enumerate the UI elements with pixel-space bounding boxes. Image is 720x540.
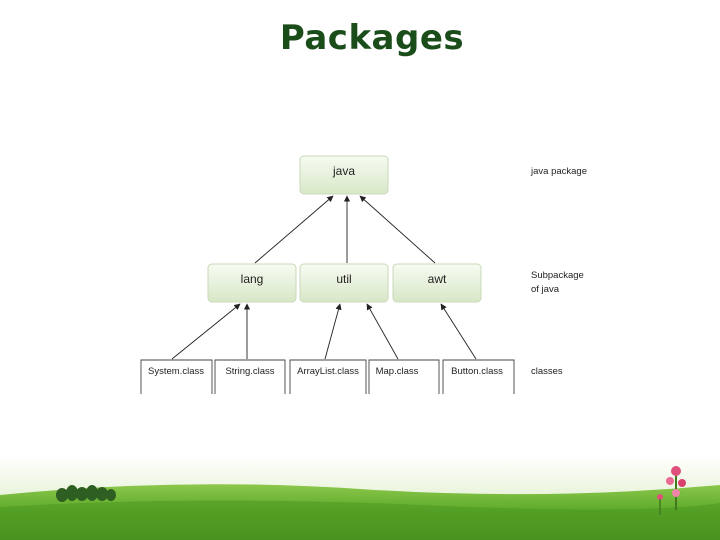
class-button-label: Button.class [451, 366, 503, 377]
side-label-subpackage: Subpackage [531, 270, 584, 281]
side-label-java-package: java package [530, 166, 587, 177]
grass-footer [0, 455, 720, 540]
arrow-button-awt [440, 303, 477, 360]
class-system-label: System.class [148, 366, 204, 377]
node-awt-label: awt [428, 272, 447, 286]
arrow-awt-java [359, 195, 436, 264]
class-map: Map.class [368, 359, 440, 394]
class-system: System.class [140, 359, 213, 394]
arrow-arraylist-util [324, 303, 342, 360]
node-java: java [299, 155, 389, 195]
class-arraylist: ArrayList.class [289, 359, 367, 394]
class-string-label: String.class [225, 366, 274, 377]
class-button: Button.class [442, 359, 515, 394]
side-label-classes: classes [531, 366, 563, 377]
arrow-system-lang [171, 303, 241, 360]
side-label-of-java: of java [531, 284, 560, 295]
node-util: util [299, 263, 389, 303]
class-arraylist-label: ArrayList.class [297, 366, 359, 377]
slide-title: Packages [279, 18, 465, 58]
class-map-label: Map.class [376, 366, 419, 377]
node-lang-label: lang [241, 272, 264, 286]
node-lang: lang [207, 263, 297, 303]
class-string: String.class [214, 359, 286, 394]
arrow-lang-java [254, 195, 334, 264]
arrow-map-util [366, 303, 399, 360]
node-util-label: util [336, 272, 351, 286]
tree-line-icon [56, 485, 116, 502]
flower-icon [657, 466, 686, 515]
node-awt: awt [392, 263, 482, 303]
node-java-label: java [332, 164, 355, 178]
